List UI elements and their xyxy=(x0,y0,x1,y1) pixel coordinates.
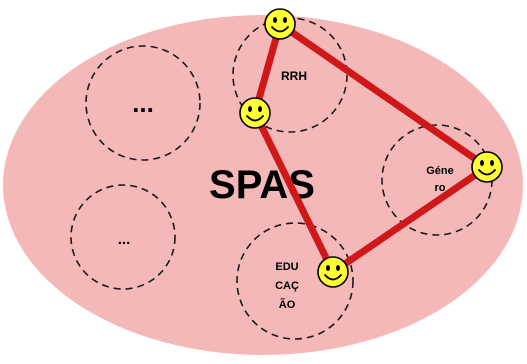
circle-bottom-left xyxy=(70,184,176,290)
smiley-face-icon xyxy=(317,256,349,288)
circle-educacao xyxy=(236,222,354,340)
edge-rrh-bottom-educacao xyxy=(251,109,337,276)
edge-rrh-top-genero xyxy=(276,20,491,171)
circle-top-left xyxy=(85,45,201,161)
label-genero-line-2: ro xyxy=(435,182,446,194)
smiley-face-icon xyxy=(471,151,503,183)
edge-genero-educacao xyxy=(329,163,491,276)
label-top-left: ... xyxy=(132,88,154,118)
label-educacao-line-1: EDU xyxy=(275,261,298,273)
label-educacao-line-3: ÃO xyxy=(279,298,296,311)
label-educacao-line-2: CAÇ xyxy=(275,280,299,292)
label-bottom-left: ... xyxy=(118,231,131,248)
label-genero-line-1: Géne xyxy=(426,165,454,177)
smiley-face-icon xyxy=(264,8,296,40)
smiley-face-icon xyxy=(239,97,271,129)
label-rrh: RRH xyxy=(281,69,307,83)
